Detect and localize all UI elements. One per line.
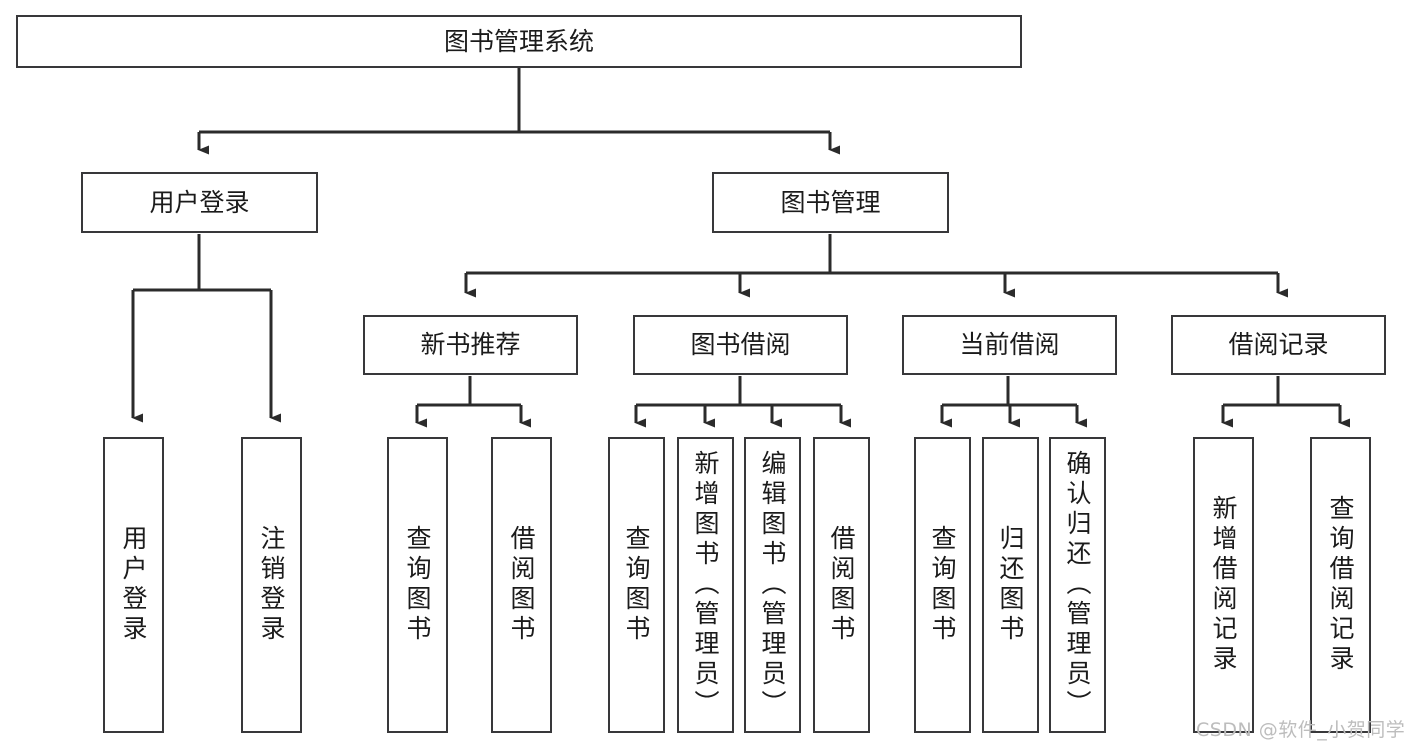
node-leaf-user-login[interactable]: 用户登录 <box>103 437 164 733</box>
node-leaf-query-book-3[interactable]: 查询图书 <box>914 437 971 733</box>
node-leaf-query-book-1-label: 查询图书 <box>403 525 432 645</box>
node-leaf-query-record-label: 查询借阅记录 <box>1326 495 1355 675</box>
node-leaf-add-book-label: 新增图书（管理员） <box>691 450 720 720</box>
node-book-borrow[interactable]: 图书借阅 <box>633 315 848 375</box>
node-user-login-label: 用户登录 <box>149 187 250 217</box>
node-new-book-recommend-label: 新书推荐 <box>420 330 521 360</box>
node-current-borrow-label: 当前借阅 <box>959 330 1060 360</box>
node-leaf-edit-book-label: 编辑图书（管理员） <box>758 450 787 720</box>
node-leaf-borrow-book-1[interactable]: 借阅图书 <box>491 437 552 733</box>
node-leaf-borrow-book-2[interactable]: 借阅图书 <box>813 437 870 733</box>
node-leaf-borrow-book-2-label: 借阅图书 <box>827 525 856 645</box>
node-leaf-add-record-label: 新增借阅记录 <box>1209 495 1238 675</box>
node-root-label: 图书管理系统 <box>443 26 594 56</box>
node-leaf-query-book-1[interactable]: 查询图书 <box>387 437 448 733</box>
node-book-manage[interactable]: 图书管理 <box>712 172 949 233</box>
node-leaf-query-record[interactable]: 查询借阅记录 <box>1310 437 1371 733</box>
node-leaf-add-book[interactable]: 新增图书（管理员） <box>677 437 734 733</box>
node-new-book-recommend[interactable]: 新书推荐 <box>363 315 578 375</box>
node-leaf-user-logout-label: 注销登录 <box>257 525 286 645</box>
node-book-manage-label: 图书管理 <box>780 187 881 217</box>
node-leaf-confirm-return[interactable]: 确认归还（管理员） <box>1049 437 1106 733</box>
node-leaf-return-book-label: 归还图书 <box>996 525 1025 645</box>
node-root[interactable]: 图书管理系统 <box>16 15 1022 68</box>
node-borrow-record[interactable]: 借阅记录 <box>1171 315 1386 375</box>
node-leaf-query-book-2[interactable]: 查询图书 <box>608 437 665 733</box>
node-user-login[interactable]: 用户登录 <box>81 172 318 233</box>
node-current-borrow[interactable]: 当前借阅 <box>902 315 1117 375</box>
node-leaf-borrow-book-1-label: 借阅图书 <box>507 525 536 645</box>
node-borrow-record-label: 借阅记录 <box>1228 330 1329 360</box>
node-leaf-user-login-label: 用户登录 <box>119 525 148 645</box>
csdn-watermark: CSDN @软件_小贺同学 <box>1196 719 1405 741</box>
node-leaf-confirm-return-label: 确认归还（管理员） <box>1063 450 1092 720</box>
node-leaf-query-book-2-label: 查询图书 <box>622 525 651 645</box>
node-leaf-return-book[interactable]: 归还图书 <box>982 437 1039 733</box>
node-leaf-add-record[interactable]: 新增借阅记录 <box>1193 437 1254 733</box>
node-leaf-user-logout[interactable]: 注销登录 <box>241 437 302 733</box>
node-leaf-query-book-3-label: 查询图书 <box>928 525 957 645</box>
node-leaf-edit-book[interactable]: 编辑图书（管理员） <box>744 437 801 733</box>
node-book-borrow-label: 图书借阅 <box>690 330 791 360</box>
